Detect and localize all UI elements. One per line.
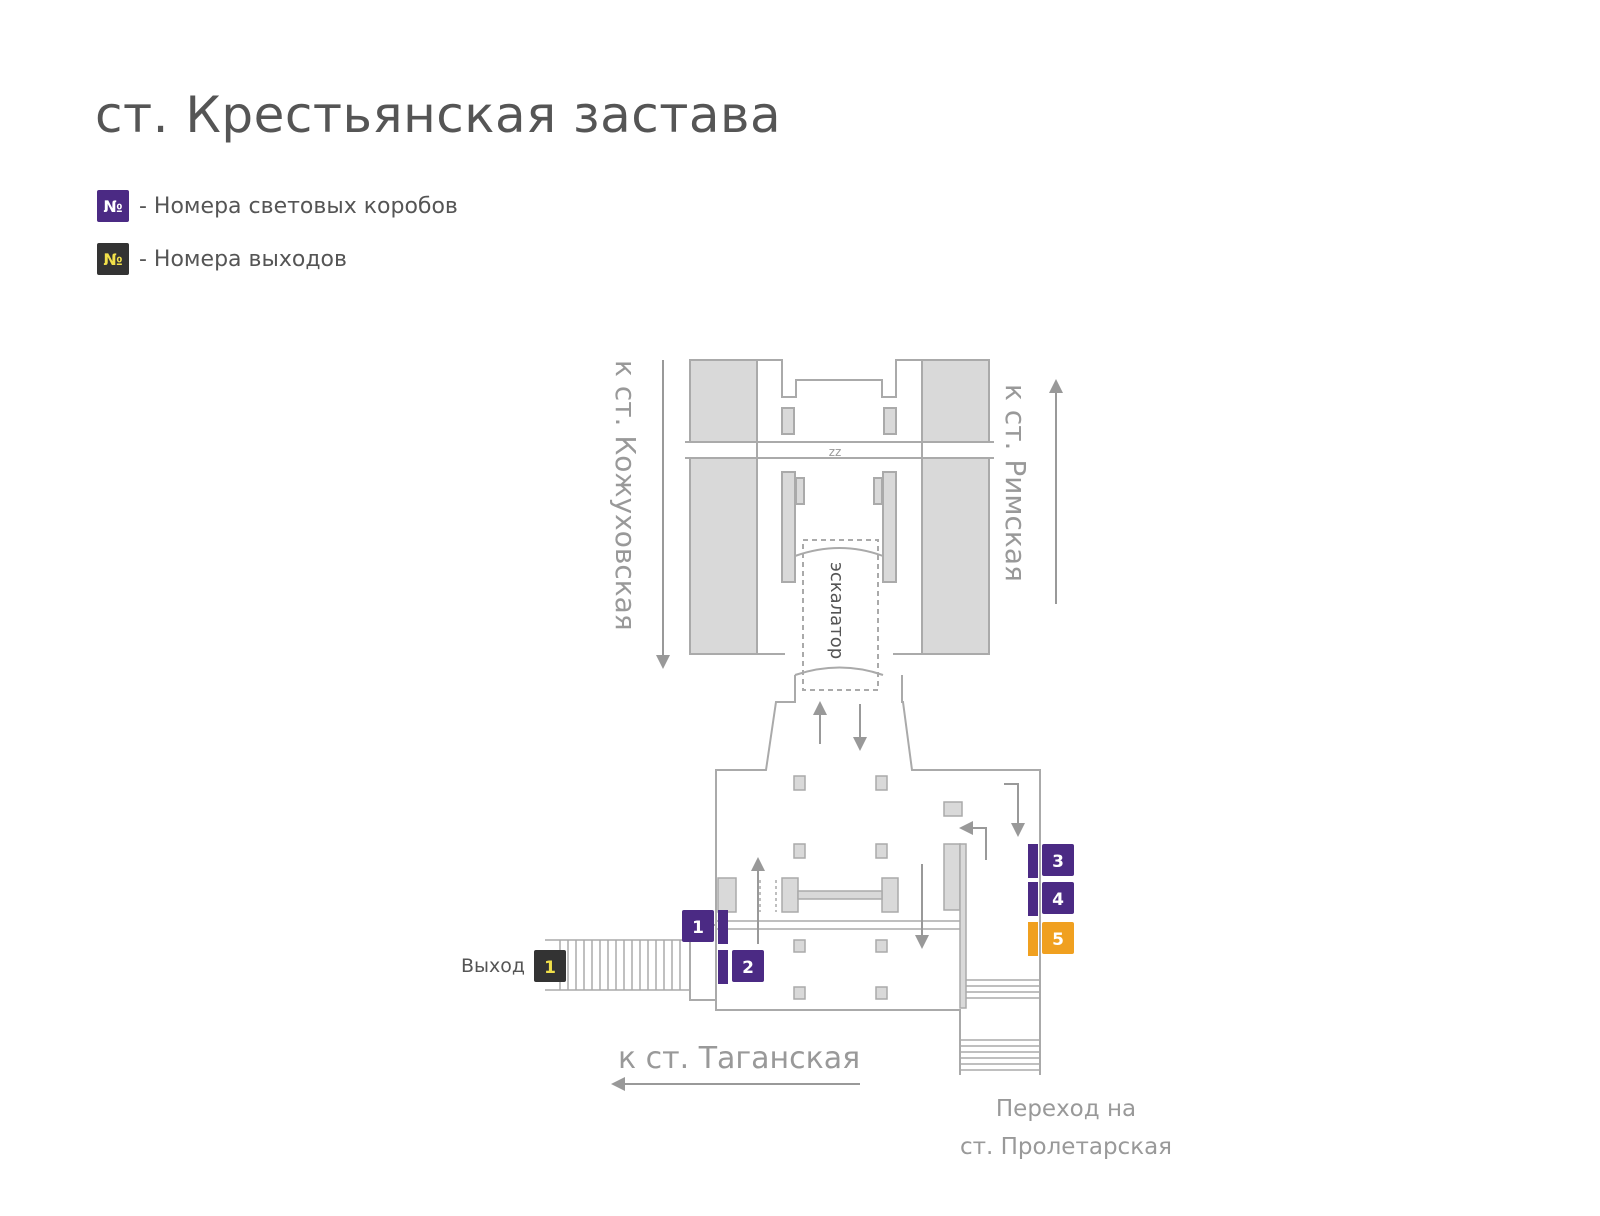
legend-lightbox-swatch: №	[97, 190, 129, 222]
svg-text:1: 1	[692, 918, 704, 938]
lightbox-4: 4	[1042, 882, 1074, 914]
svg-text:3: 3	[1052, 852, 1064, 872]
transfer-label-line2: ст. Пролетарская	[960, 1134, 1172, 1160]
exit-badge: 1	[534, 950, 566, 982]
legend-exit: № - Номера выходов	[97, 243, 347, 275]
svg-text:4: 4	[1052, 890, 1064, 910]
lightbox-3: 3	[1042, 844, 1074, 876]
direction-arrows	[611, 360, 1063, 1091]
legend-lightbox: № - Номера световых коробов	[97, 190, 458, 222]
exit-stairs	[545, 939, 690, 991]
svg-text:5: 5	[1052, 930, 1064, 950]
direction-rimskaya: к ст. Римская	[999, 384, 1032, 582]
crossing-mark: zz	[829, 445, 842, 459]
lightbox-1: 1	[682, 910, 714, 942]
platform-outline	[757, 359, 922, 398]
escalator-label: эскалатор	[826, 562, 847, 659]
track-left-lower	[689, 457, 758, 655]
transfer-stairs	[960, 979, 1040, 1071]
track-right-lower	[921, 457, 990, 655]
lightbox-2: 2	[732, 950, 764, 982]
arrow-left-up-icon	[959, 821, 987, 860]
direction-taganskaya: к ст. Таганская	[618, 1041, 860, 1076]
svg-text:2: 2	[742, 958, 754, 978]
pillars	[716, 775, 967, 1009]
legend-exit-swatch: №	[97, 243, 129, 275]
exit-label: Выход	[461, 955, 525, 977]
direction-kozhukhovskaya: к ст. Кожуховская	[609, 360, 642, 631]
track-left-upper	[689, 359, 758, 443]
lightbox-5: 5	[1042, 922, 1074, 954]
lightbox-markers: 1 2 3 4 5	[682, 844, 1074, 984]
vestibule-outline	[715, 675, 1041, 1075]
legend-lightbox-label: - Номера световых коробов	[139, 193, 458, 219]
platform-area	[685, 359, 1041, 1075]
legend-exit-label: - Номера выходов	[139, 246, 347, 272]
transfer-label-line1: Переход на	[996, 1096, 1136, 1122]
escalator-tunnel	[802, 539, 879, 691]
track-right-upper	[921, 359, 990, 443]
page-title: ст. Крестьянская застава	[95, 86, 782, 144]
svg-text:1: 1	[544, 958, 556, 978]
arrow-right-down-icon	[1004, 783, 1025, 837]
